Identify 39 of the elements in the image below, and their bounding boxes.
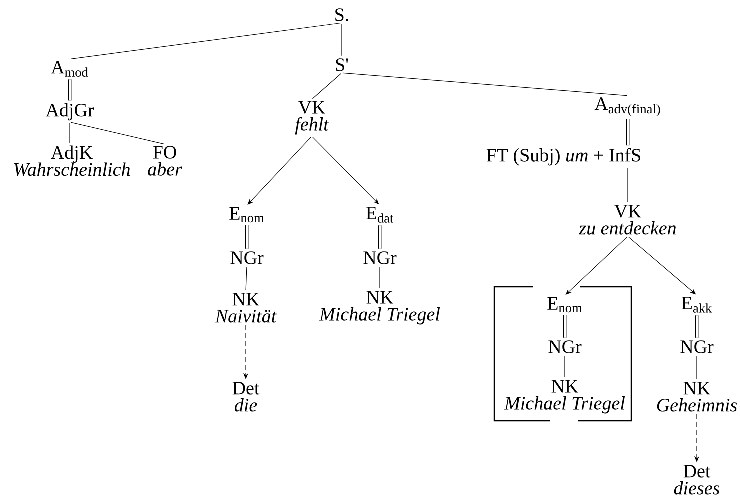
syntax-label: A$_{adv(final)}$ (594, 98, 660, 116)
syntax-label: AdjK Wahrscheinlich (14, 146, 130, 176)
syntax-label: NGr (548, 340, 582, 354)
tree-line (70, 122, 164, 144)
syntax-label: NK Michael Triegel (504, 380, 626, 414)
double-line (245, 225, 249, 249)
tree-line (342, 72, 628, 96)
syntax-label: Det dieses (674, 465, 720, 495)
double-line (695, 316, 699, 338)
syntax-label: NK Geheimnis (657, 382, 738, 412)
tree-line (70, 22, 342, 60)
syntax-label: NGr (364, 252, 397, 264)
syntax-label: S' (336, 58, 348, 72)
double-line (378, 226, 382, 249)
syntax-label: NK Michael Triegel (319, 291, 440, 325)
syntax-label: S. (336, 8, 348, 22)
tree-line (564, 356, 566, 378)
syntax-label: AdjGr (46, 103, 94, 121)
double-line (563, 315, 567, 338)
syntax-label: NGr (230, 252, 264, 264)
syntax-label: E$_{akk}$ (682, 297, 712, 313)
double-line (68, 80, 72, 101)
syntax-label: NK Naivität (215, 293, 277, 323)
syntax-label: E$_{dat}$ (366, 207, 394, 223)
tree-line (246, 266, 248, 291)
syntax-label: A$_{mod}$ (51, 61, 88, 77)
tree-line (696, 356, 698, 380)
syntax-label: FT (Subj) um + InfS (486, 148, 640, 166)
syntax-label: VK zu entdecken (578, 205, 676, 235)
bracket-box (494, 286, 632, 422)
tree-line (312, 73, 342, 100)
double-line (626, 119, 630, 146)
arrow (248, 136, 312, 205)
syntax-label: Det die (232, 382, 260, 412)
syntax-label: NGr (680, 340, 714, 354)
syntax-label: E$_{nom}$ (230, 207, 264, 223)
syntax-label: FO aber (148, 146, 182, 176)
syntax-label: VK fehlt (295, 101, 330, 135)
syntax-label: E$_{nom}$ (548, 297, 582, 313)
